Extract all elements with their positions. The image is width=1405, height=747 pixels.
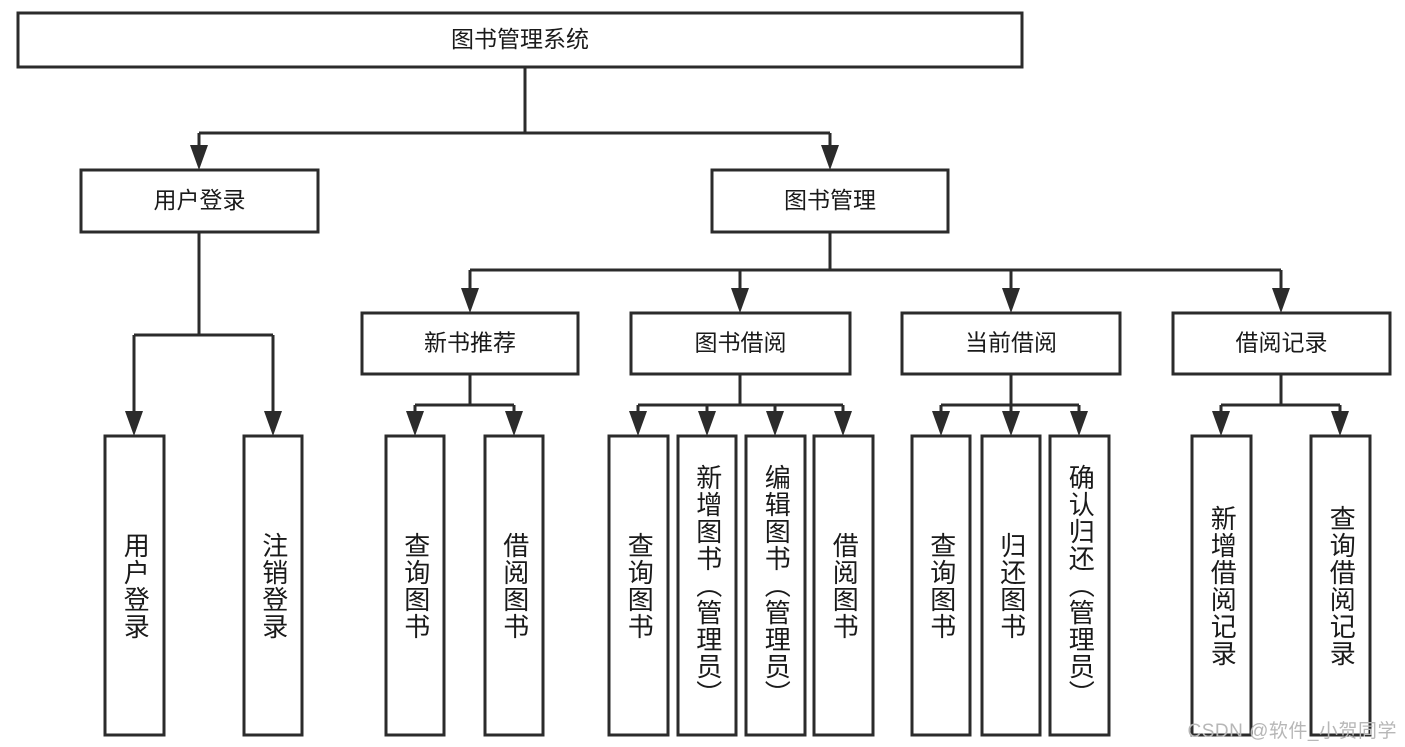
arrow-当前借阅-child-1 <box>1002 411 1020 436</box>
arrow-图书借阅-child-3 <box>834 411 852 436</box>
arrow-当前借阅-child-0 <box>932 411 950 436</box>
node-box-leaf-1[interactable] <box>242 434 304 737</box>
arrow-to-新书推荐 <box>461 288 479 313</box>
node-box-leaf-7[interactable] <box>812 434 875 737</box>
arrow-借阅记录-child-1 <box>1331 411 1349 436</box>
arrow-login-child-0 <box>125 411 143 436</box>
boxes-layer <box>16 11 1392 737</box>
arrow-to-图书借阅 <box>731 288 749 313</box>
node-box-leaf-3[interactable] <box>483 434 545 737</box>
node-box-leaf-8[interactable] <box>910 434 972 737</box>
node-box-leaf-9[interactable] <box>980 434 1042 737</box>
arrow-to-用户登录 <box>190 145 208 170</box>
node-box-level2-图书管理[interactable] <box>710 168 950 234</box>
node-label-level3-新书推荐: 新书推荐 <box>424 330 516 356</box>
node-box-level2-用户登录[interactable] <box>79 168 320 234</box>
arrow-借阅记录-child-0 <box>1212 411 1230 436</box>
node-box-leaf-12[interactable] <box>1309 434 1372 737</box>
node-label-level2-图书管理: 图书管理 <box>784 187 876 213</box>
arrow-图书借阅-child-0 <box>629 411 647 436</box>
arrow-to-当前借阅 <box>1002 288 1020 313</box>
arrow-图书借阅-child-2 <box>766 411 784 436</box>
node-label-level2-用户登录: 用户登录 <box>154 187 246 213</box>
arrow-to-借阅记录 <box>1272 288 1290 313</box>
node-label-root: 图书管理系统 <box>451 26 589 52</box>
node-label-level3-借阅记录: 借阅记录 <box>1236 330 1328 356</box>
arrow-当前借阅-child-2 <box>1070 411 1088 436</box>
arrow-新书推荐-child-1 <box>505 411 523 436</box>
node-label-level3-图书借阅: 图书借阅 <box>695 330 787 356</box>
node-box-root[interactable] <box>16 11 1024 69</box>
watermark-text: CSDN @软件_小贺同学 <box>1187 721 1397 742</box>
node-box-leaf-4[interactable] <box>607 434 670 737</box>
arrow-login-child-1 <box>264 411 282 436</box>
node-box-level3-新书推荐[interactable] <box>360 311 580 376</box>
node-label-level3-当前借阅: 当前借阅 <box>965 330 1057 356</box>
node-box-leaf-5[interactable] <box>676 434 738 737</box>
node-box-leaf-10[interactable] <box>1048 434 1111 737</box>
arrow-to-图书管理 <box>821 145 839 170</box>
arrow-图书借阅-child-1 <box>698 411 716 436</box>
node-box-level3-当前借阅[interactable] <box>900 311 1122 376</box>
node-box-leaf-11[interactable] <box>1190 434 1253 737</box>
node-box-level3-图书借阅[interactable] <box>629 311 852 376</box>
arrow-新书推荐-child-0 <box>406 411 424 436</box>
node-box-leaf-6[interactable] <box>744 434 807 737</box>
node-box-leaf-0[interactable] <box>103 434 166 737</box>
node-box-level3-借阅记录[interactable] <box>1171 311 1392 376</box>
connectors-layer <box>125 67 1349 436</box>
node-box-leaf-2[interactable] <box>384 434 446 737</box>
